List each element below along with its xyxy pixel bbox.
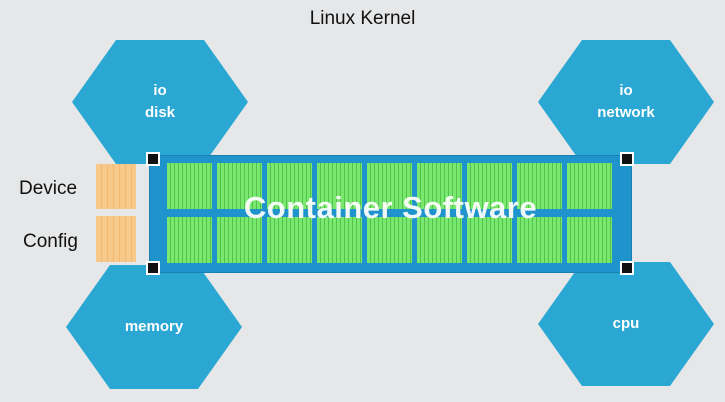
container-corner-top-right [620, 152, 634, 166]
io-network-line1: io [619, 82, 633, 99]
io-disk-hexagon: io disk [72, 40, 248, 164]
container-cell [517, 217, 562, 263]
container-cell [267, 217, 312, 263]
io-network-line2: network [597, 104, 655, 121]
io-disk-line1: io [153, 82, 167, 99]
container-cell [417, 163, 462, 209]
container-cell [317, 163, 362, 209]
device-block [96, 164, 136, 209]
device-label: Device [19, 178, 78, 199]
container-cell [217, 163, 262, 209]
memory-hexagon: memory [66, 265, 242, 389]
memory-label: memory [124, 318, 184, 335]
container-cell [417, 217, 462, 263]
container-cell [167, 163, 212, 209]
io-disk-line2: disk [144, 104, 175, 121]
container-cell [567, 217, 612, 263]
container-cell [467, 217, 512, 263]
cpu-label: cpu [612, 315, 640, 332]
container-cell [167, 217, 212, 263]
container-cell [267, 163, 312, 209]
container-cell [467, 163, 512, 209]
container-corner-top-left [146, 152, 160, 166]
container-cell [367, 163, 412, 209]
container-cell [567, 163, 612, 209]
io-network-hexagon: io network [538, 40, 714, 164]
config-label: Config [23, 231, 78, 252]
container-title: Container Software [243, 190, 538, 225]
cpu-hexagon: cpu [538, 262, 714, 386]
container-cell [317, 217, 362, 263]
container-corner-bottom-right [620, 261, 634, 275]
container-cell [367, 217, 412, 263]
kernel-title: Linux Kernel [309, 8, 416, 29]
container-cell [217, 217, 262, 263]
config-block [96, 216, 136, 262]
container-cell [517, 163, 562, 209]
container-cell-grid [167, 163, 612, 266]
container-corner-bottom-left [146, 261, 160, 275]
